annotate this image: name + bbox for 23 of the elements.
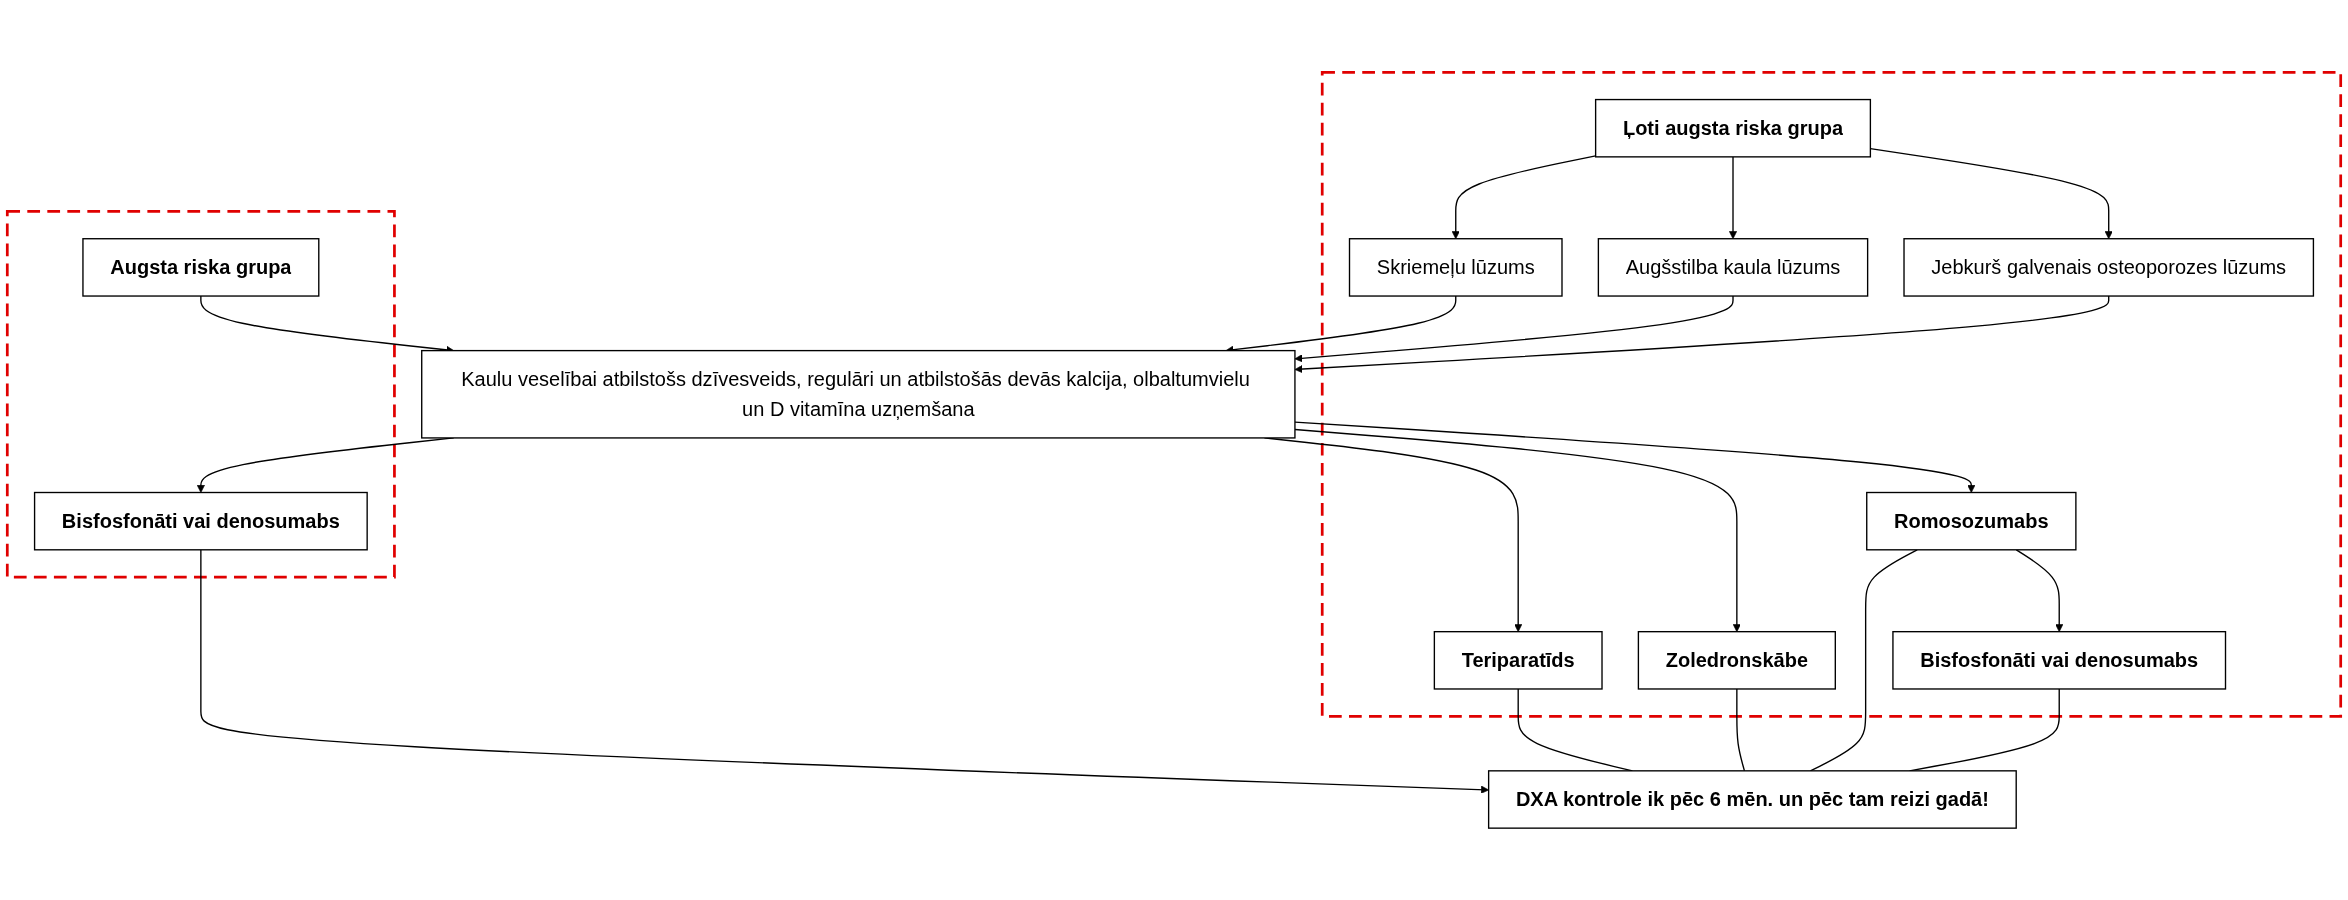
node-box: Bisfosfonāti vai denosumabs	[33, 491, 368, 551]
arrow	[1294, 428, 1741, 632]
cluster	[1320, 70, 2343, 718]
arrow	[1729, 155, 1737, 239]
node-box: Romosozumabs	[1866, 491, 2077, 551]
arrow	[1294, 295, 2110, 373]
cluster	[5, 209, 396, 579]
arrow	[1451, 155, 1597, 239]
node-box: Kaulu veselībai atbilstošs dzīvesveids, regulāri un atbilstošās devās kalcija, olbaltumvielu un D vitamīna uzņemšana	[421, 349, 1296, 439]
arrow	[1294, 421, 1976, 493]
node-box: Zoledronskābe	[1637, 630, 1836, 690]
node-box: Skriemeļu lūzums	[1348, 237, 1563, 297]
connector	[1736, 688, 1746, 772]
node-box: Bisfosfonāti vai denosumabs	[1892, 630, 2227, 690]
arrow	[1294, 295, 1734, 363]
node-box: DXA kontrole ik pēc 6 mēn. un pēc tam reizi gadā!	[1487, 769, 2017, 829]
node-box: Augšstilba kaula lūzums	[1597, 237, 1869, 297]
node-box: Augsta riska grupa	[82, 237, 320, 297]
node-box: Teriparatīds	[1433, 630, 1603, 690]
node-box: Ļoti augsta riska grupa	[1594, 98, 1872, 158]
arrow	[2015, 548, 2064, 632]
arrow	[200, 548, 1489, 794]
node-box: Jebkurš galvenais osteoporozes lūzums	[1903, 237, 2315, 297]
